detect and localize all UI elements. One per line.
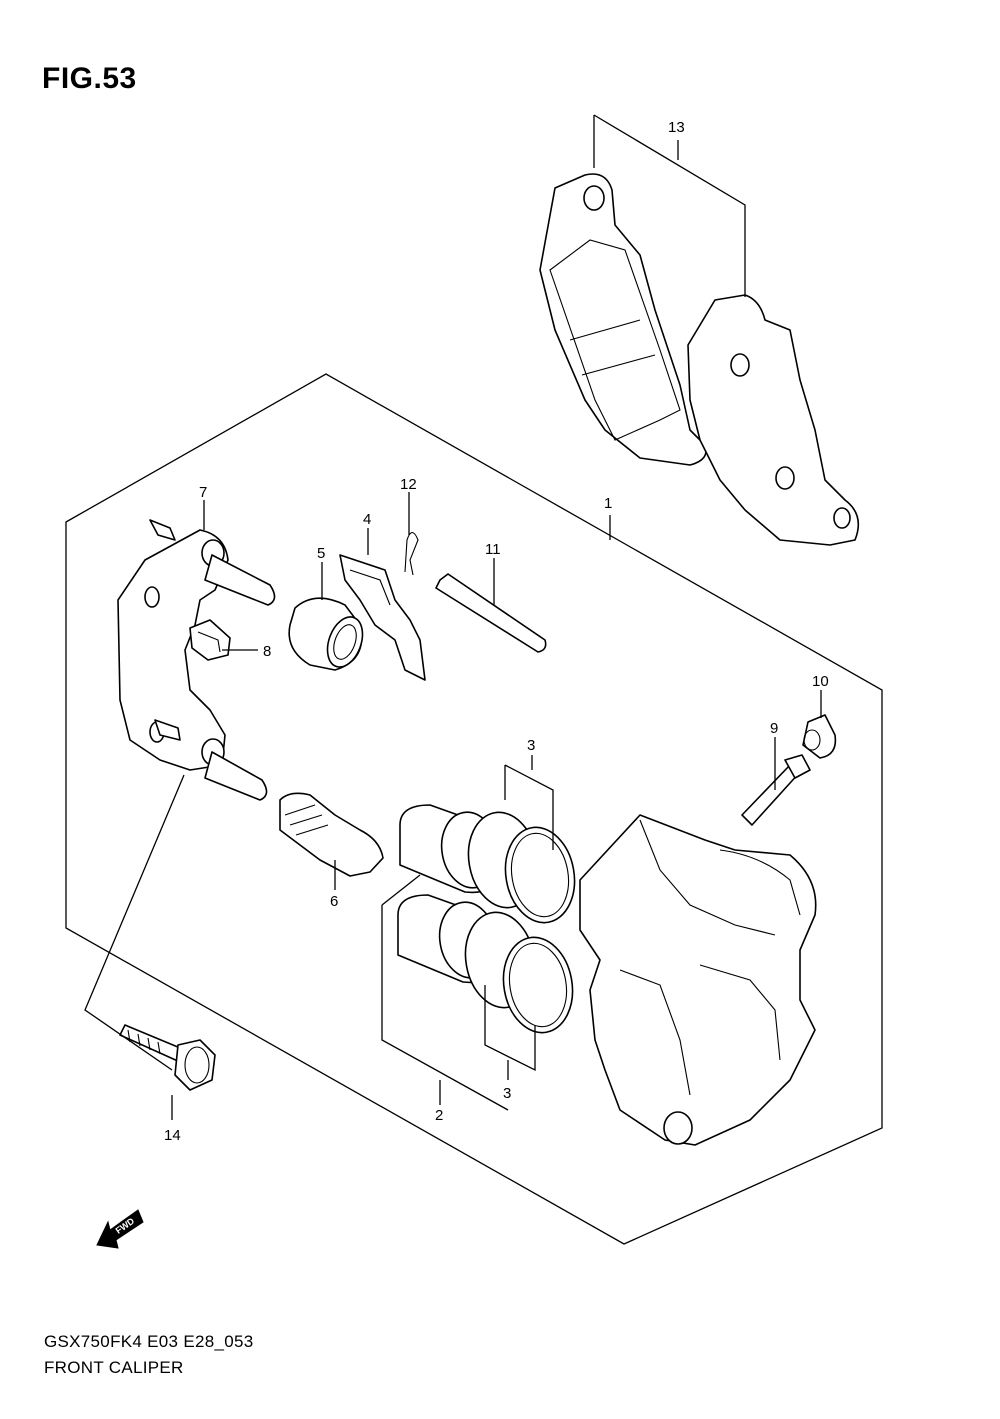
pad-mounting-hole	[833, 507, 851, 529]
brake-pad-rear	[539, 173, 707, 466]
callout-11: 11	[485, 541, 501, 558]
caliper-assembly-frame	[65, 373, 883, 1245]
forward-direction-indicator: FWD	[96, 1209, 144, 1249]
caliper-slide-pin-lower	[154, 719, 268, 801]
callout-14: 14	[164, 1127, 181, 1144]
pad-spring-clip	[189, 619, 231, 661]
callout-10: 10	[812, 673, 829, 690]
pad-mounting-hole	[583, 185, 605, 211]
callout-3: 3	[527, 737, 535, 754]
bracket-hole	[144, 586, 160, 608]
bleeder-valve	[741, 754, 811, 826]
caliper-bracket	[117, 529, 229, 771]
pin-boot	[288, 597, 364, 671]
pin-retainer-clip	[404, 531, 419, 576]
caliper-body	[579, 814, 817, 1146]
figure-title: FIG.53	[42, 62, 137, 95]
callout-12: 12	[400, 476, 417, 493]
pad-spring	[339, 554, 426, 681]
callout-1: 1	[604, 495, 612, 512]
brake-pad-set	[539, 173, 860, 546]
callout-8: 8	[263, 643, 271, 660]
pad-mounting-hole	[730, 353, 750, 377]
diagram-name: FRONT CALIPER	[44, 1358, 184, 1377]
brake-pad-front	[687, 294, 860, 546]
diagram-model-code: GSX750FK4 E03 E28_053	[44, 1332, 254, 1351]
caliper-slide-pin-upper	[149, 519, 276, 606]
fwd-arrow-icon	[96, 1209, 144, 1249]
callout-2: 2	[435, 1107, 443, 1124]
callout-4: 4	[363, 511, 371, 528]
callout-6: 6	[330, 893, 338, 910]
slide-pin-with-boot	[279, 792, 384, 877]
bleeder-cap	[802, 714, 837, 759]
piston-seal-set-upper	[467, 811, 576, 924]
callout-13: 13	[668, 119, 685, 136]
piston-seal-set-lower	[464, 911, 574, 1034]
callout-3: 3	[503, 1085, 511, 1102]
callout-9: 9	[770, 720, 778, 737]
callout-5: 5	[317, 545, 325, 562]
mounting-bolt	[119, 1024, 216, 1091]
callout-7: 7	[199, 484, 207, 501]
brake-pad-rear-lining	[549, 239, 681, 441]
pad-mounting-hole	[775, 466, 795, 490]
pad-pin	[435, 573, 547, 653]
